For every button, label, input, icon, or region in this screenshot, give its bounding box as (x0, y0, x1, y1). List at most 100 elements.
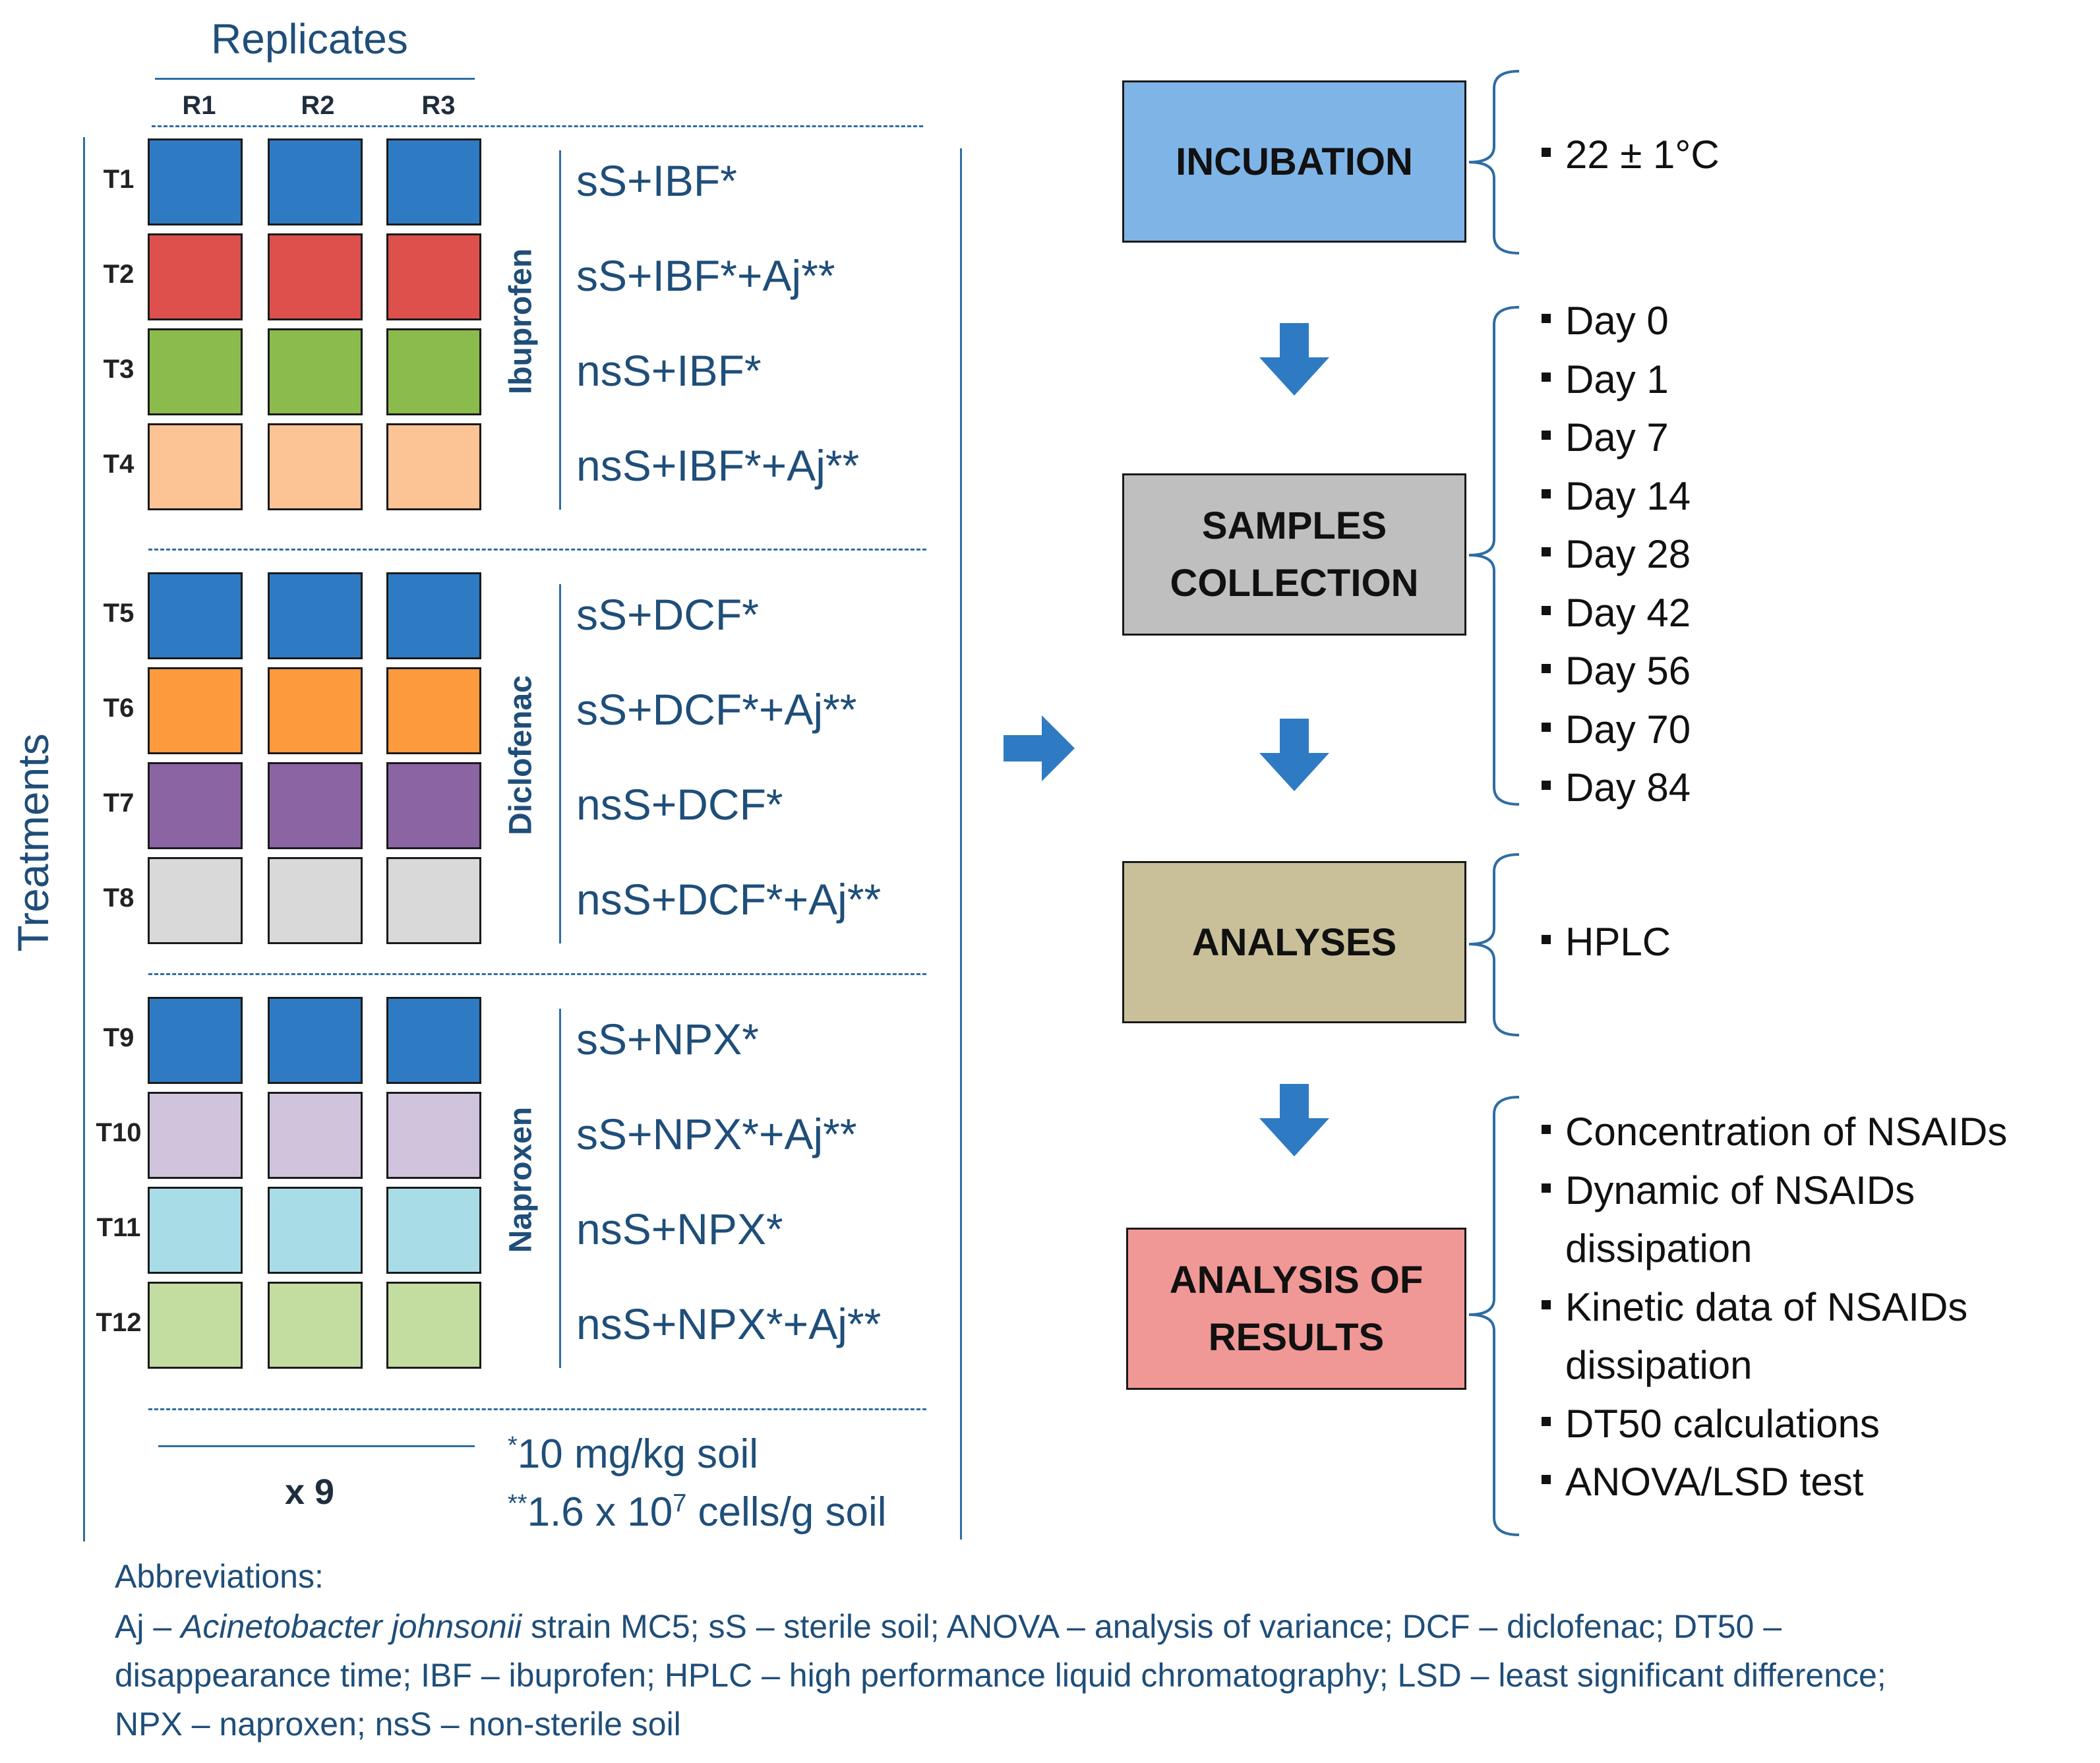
treatment-id-t11: T11 (96, 1213, 141, 1242)
bullet-icon (1542, 664, 1551, 674)
left-panel-border (960, 148, 962, 1539)
treatment-label-t3: nsS+IBF* (576, 346, 762, 395)
replicate-label-r2: R2 (301, 91, 335, 120)
treatment-label-t1: sS+IBF* (576, 156, 737, 205)
sampling-day-text: Day 1 (1565, 357, 1669, 402)
replicate-cell-t1-r2 (268, 138, 363, 225)
replicates-title: Replicates (211, 15, 408, 63)
sampling-day-item: Day 56 (1542, 648, 1691, 694)
abbreviations-title: Abbreviations: (115, 1558, 324, 1595)
replicate-cell-t11-r1 (148, 1187, 243, 1274)
footnote-2-text: 1.6 x 10 (527, 1489, 673, 1535)
treatment-label-t12: nsS+NPX*+Aj** (576, 1300, 882, 1348)
bullet-icon (1542, 148, 1551, 158)
multiplier-line (158, 1445, 475, 1447)
replicate-cell-t5-r1 (148, 572, 243, 659)
incubation-box: INCUBATION (1122, 80, 1466, 243)
bullet-icon (1542, 605, 1551, 615)
bullet-icon (1542, 935, 1551, 945)
result-item: ANOVA/LSD test (1542, 1459, 1863, 1505)
sampling-day-text: Day 7 (1565, 415, 1669, 460)
footnote-2: **1.6 x 107 cells/g soil (508, 1489, 887, 1536)
bullet-icon (1542, 1416, 1551, 1426)
replicate-cell-t7-r1 (148, 762, 243, 849)
result-text: Kinetic data of NSAIDs (1565, 1284, 1968, 1329)
treatment-label-t10: sS+NPX*+Aj** (576, 1110, 857, 1158)
replicate-cell-t12-r1 (148, 1282, 243, 1369)
drug-label-ibuprofen: Ibuprofen (503, 248, 539, 395)
replicate-cell-t6-r2 (268, 667, 363, 754)
sampling-day-item: Day 70 (1542, 707, 1691, 752)
replicate-cell-t5-r2 (268, 572, 363, 659)
replicate-cell-t6-r1 (148, 667, 243, 754)
treatment-id-t8: T8 (103, 883, 135, 912)
treatment-label-t8: nsS+DCF*+Aj** (576, 875, 882, 924)
result-text: Concentration of NSAIDs (1565, 1110, 2008, 1154)
replicate-cell-t3-r1 (148, 328, 243, 415)
treatments-axis-label: Treatments (9, 733, 57, 952)
header-divider (152, 125, 923, 127)
treatment-id-t9: T9 (103, 1023, 135, 1052)
analysis-of-results-box: ANALYSIS OF RESULTS (1126, 1228, 1466, 1390)
treatments-axis-line (83, 137, 85, 1541)
treatment-id-t7: T7 (103, 789, 135, 818)
bullet-icon (1542, 722, 1551, 732)
treatment-label-t6: sS+DCF*+Aj** (576, 685, 857, 734)
treatment-id-t4: T4 (103, 450, 135, 479)
treatment-id-t3: T3 (103, 355, 135, 384)
multiplier-label: x 9 (285, 1472, 335, 1512)
replicate-cell-t7-r2 (268, 762, 363, 849)
sampling-day-text: Day 84 (1565, 765, 1691, 810)
bullet-icon (1542, 781, 1551, 791)
treatment-id-t1: T1 (103, 165, 135, 194)
right-arrow-icon (1004, 715, 1075, 781)
analysis-method-text: HPLC (1565, 920, 1671, 964)
incubation-brace (1468, 70, 1520, 254)
sampling-day-text: Day 56 (1565, 649, 1691, 693)
replicate-cell-t1-r1 (148, 138, 243, 225)
treatment-id-t12: T12 (96, 1308, 142, 1337)
bullet-icon (1542, 489, 1551, 498)
down-arrow-icon-3 (1259, 1084, 1329, 1156)
incubation-item: 22 ± 1°C (1542, 132, 1720, 177)
replicate-cell-t8-r2 (268, 857, 363, 944)
result-text: dissipation (1565, 1226, 1753, 1270)
results-box-line1: ANALYSIS OF (1169, 1259, 1424, 1301)
divider-diclofenac-naproxen (148, 973, 926, 975)
analyses-box: ANALYSES (1122, 861, 1466, 1023)
treatment-label-t2: sS+IBF*+Aj** (576, 251, 835, 300)
replicate-cell-t9-r2 (268, 997, 363, 1084)
abbreviations-line-1: Aj – Acinetobacter johnsonii strain MC5;… (115, 1607, 1782, 1646)
replicate-cell-t10-r3 (386, 1092, 481, 1179)
group-bracket-line (559, 150, 561, 510)
group-bracket-line (559, 1009, 561, 1368)
samples-box-line2: COLLECTION (1170, 562, 1419, 605)
result-item: DT50 calculations (1542, 1401, 1880, 1447)
replicate-cell-t8-r1 (148, 857, 243, 944)
treatment-id-t2: T2 (103, 260, 135, 289)
analyses-brace (1468, 853, 1520, 1036)
result-item: Dynamic of NSAIDs (1542, 1168, 1915, 1213)
result-text: Dynamic of NSAIDs (1565, 1168, 1915, 1212)
bullet-icon (1542, 547, 1551, 557)
sampling-day-item: Day 28 (1542, 531, 1691, 577)
footnote-2-tail: cells/g soil (686, 1489, 887, 1535)
replicate-label-r1: R1 (182, 91, 216, 120)
sampling-day-text: Day 42 (1565, 590, 1691, 635)
replicate-cell-t2-r2 (268, 233, 363, 320)
replicate-cell-t3-r2 (268, 328, 363, 415)
footnote-1-mark: * (508, 1431, 518, 1460)
replicate-cell-t4-r1 (148, 423, 243, 510)
sampling-day-text: Day 28 (1565, 532, 1691, 576)
replicate-cell-t11-r3 (386, 1187, 481, 1274)
footnote-1-text: 10 mg/kg soil (517, 1431, 759, 1477)
replicate-cell-t2-r3 (386, 233, 481, 320)
footnote-2-exponent: 7 (673, 1489, 687, 1518)
result-text: ANOVA/LSD test (1565, 1460, 1864, 1504)
replicate-cell-t7-r3 (386, 762, 481, 849)
treatment-id-t5: T5 (103, 599, 135, 628)
replicate-label-r3: R3 (421, 91, 456, 120)
treatment-label-t9: sS+NPX* (576, 1015, 759, 1063)
sampling-brace (1468, 306, 1520, 806)
bullet-icon (1542, 372, 1551, 382)
